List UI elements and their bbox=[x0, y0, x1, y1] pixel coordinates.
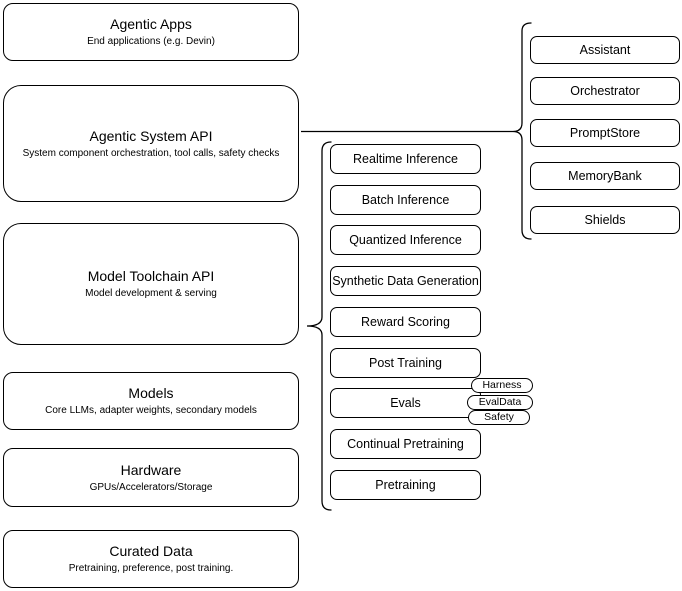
node-evals: Evals bbox=[330, 388, 481, 418]
node-agentic-system-api: Agentic System API System component orch… bbox=[3, 85, 299, 202]
node-memorybank: MemoryBank bbox=[530, 162, 680, 190]
node-assistant: Assistant bbox=[530, 36, 680, 64]
node-synthetic-data-generation: Synthetic Data Generation bbox=[330, 266, 481, 296]
node-label: Post Training bbox=[369, 356, 442, 370]
node-subtitle: End applications (e.g. Devin) bbox=[87, 36, 215, 47]
tag-harness: Harness bbox=[471, 378, 533, 393]
node-subtitle: Pretraining, preference, post training. bbox=[68, 563, 234, 574]
node-title: Curated Data bbox=[109, 543, 193, 559]
tag-safety: Safety bbox=[468, 410, 530, 425]
node-quantized-inference: Quantized Inference bbox=[330, 225, 481, 255]
node-subtitle: GPUs/Accelerators/Storage bbox=[89, 481, 213, 493]
node-label: Evals bbox=[390, 396, 421, 410]
node-subtitle: Core LLMs, adapter weights, secondary mo… bbox=[45, 405, 257, 416]
node-title: Model Toolchain API bbox=[87, 268, 215, 284]
node-agentic-apps: Agentic Apps End applications (e.g. Devi… bbox=[3, 3, 299, 61]
node-subtitle: System component orchestration, tool cal… bbox=[22, 147, 280, 159]
node-label: MemoryBank bbox=[568, 169, 642, 183]
node-continual-pretraining: Continual Pretraining bbox=[330, 429, 481, 459]
node-curated-data: Curated Data Pretraining, preference, po… bbox=[3, 530, 299, 588]
node-label: Assistant bbox=[579, 43, 631, 57]
node-title: Models bbox=[128, 385, 174, 401]
tag-evaldata: EvalData bbox=[467, 395, 533, 410]
node-title: Hardware bbox=[120, 461, 182, 478]
node-label: Synthetic Data Generation bbox=[332, 274, 479, 288]
node-models: Models Core LLMs, adapter weights, secon… bbox=[3, 372, 299, 430]
node-hardware: Hardware GPUs/Accelerators/Storage bbox=[3, 448, 299, 507]
tag-label: EvalData bbox=[478, 396, 522, 408]
tag-label: Safety bbox=[484, 411, 514, 423]
node-label: Realtime Inference bbox=[353, 152, 458, 166]
node-realtime-inference: Realtime Inference bbox=[330, 144, 481, 174]
node-post-training: Post Training bbox=[330, 348, 481, 378]
node-label: Quantized Inference bbox=[349, 233, 462, 247]
node-title: Agentic Apps bbox=[110, 16, 192, 32]
node-label: Reward Scoring bbox=[361, 315, 450, 329]
node-subtitle: Model development & serving bbox=[85, 288, 217, 299]
tag-label: Harness bbox=[482, 379, 522, 391]
node-pretraining: Pretraining bbox=[330, 470, 481, 500]
node-label: Pretraining bbox=[375, 478, 436, 492]
node-promptstore: PromptStore bbox=[530, 119, 680, 147]
node-batch-inference: Batch Inference bbox=[330, 185, 481, 215]
node-label: Orchestrator bbox=[570, 84, 640, 98]
node-label: PromptStore bbox=[569, 126, 641, 140]
node-orchestrator: Orchestrator bbox=[530, 77, 680, 105]
node-label: Shields bbox=[584, 213, 626, 227]
node-model-toolchain-api: Model Toolchain API Model development & … bbox=[3, 223, 299, 345]
brace-system-components bbox=[512, 22, 532, 240]
node-label: Continual Pretraining bbox=[347, 437, 464, 451]
node-reward-scoring: Reward Scoring bbox=[330, 307, 481, 337]
node-shields: Shields bbox=[530, 206, 680, 234]
brace-toolchain-services bbox=[306, 141, 332, 511]
node-title: Agentic System API bbox=[89, 127, 213, 144]
node-label: Batch Inference bbox=[361, 193, 450, 207]
